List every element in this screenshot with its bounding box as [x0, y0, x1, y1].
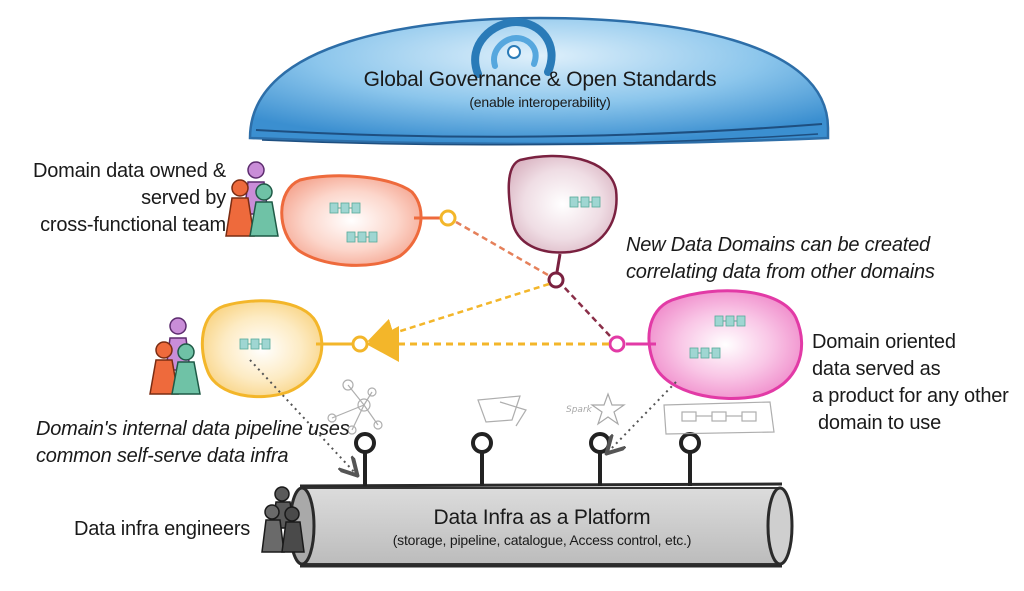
dataset-icon	[569, 196, 601, 208]
open-standards-logo-icon	[471, 17, 556, 78]
label-line: New Data Domains can be created	[626, 234, 930, 256]
platform-ports	[354, 432, 701, 486]
domain-pink	[647, 289, 804, 400]
yellow-to-infra-link	[249, 359, 356, 474]
port-icon	[589, 432, 611, 486]
domain-orange	[280, 174, 423, 267]
label-line: Domain oriented	[812, 331, 956, 353]
label-infra-engineers: Data infra engineers	[74, 518, 251, 540]
governance-title-text: Global Governance & Open Standards	[363, 68, 717, 91]
label-line: Domain data owned &	[33, 160, 226, 182]
label-domain-oriented: Domain oriented data served as a product…	[812, 329, 1017, 437]
governance-subtitle: (enable interoperability)	[469, 94, 611, 110]
platform-title-text: Data Infra as a Platform	[433, 506, 651, 529]
platform-subtitle: (storage, pipeline, catalogue, Access co…	[392, 532, 692, 548]
engineers-icon	[261, 486, 305, 553]
label-line: served by	[141, 187, 226, 209]
label-line: correlating data from other domains	[626, 261, 935, 283]
orange-to-maroon-arrow	[455, 220, 549, 277]
governance-dome	[248, 16, 830, 146]
label-line: domain to use	[818, 412, 942, 434]
orange-port	[414, 209, 457, 227]
port-icon	[679, 432, 701, 486]
dataset-icon	[239, 338, 271, 350]
label-new-domains: New Data Domains can be created correlat…	[626, 232, 1006, 286]
pipeline-sketch-icon	[663, 401, 775, 435]
platform-cylinder	[288, 482, 794, 568]
dataset-icon	[689, 347, 721, 359]
dataset-icon	[714, 315, 746, 327]
star-sketch-icon: Spark	[566, 392, 626, 426]
label-line: Domain's internal data pipeline uses	[36, 418, 350, 440]
domain-yellow	[200, 299, 324, 399]
inter-domain-arrows	[366, 220, 611, 362]
pink-to-maroon-arrow	[562, 285, 611, 337]
label-line: a product for any other	[812, 385, 1009, 407]
spark-label: Spark	[566, 405, 593, 415]
label-line: cross-functional team	[40, 214, 226, 236]
port-icon	[471, 432, 493, 486]
yellow-port	[316, 335, 369, 353]
label-line: common self-serve data infra	[36, 445, 289, 467]
pink-to-infra-link	[608, 381, 677, 452]
maroon-to-yellow-arrow	[367, 282, 550, 348]
graph-sketch-icon	[327, 379, 383, 435]
dataset-icon	[346, 231, 378, 243]
label-domain-owned: Domain data owned & served by cross-func…	[20, 158, 226, 239]
people-icon	[225, 161, 279, 237]
pink-port	[608, 335, 656, 353]
dataset-icon	[329, 202, 361, 214]
platform-title: Data Infra as a Platform (storage, pipel…	[312, 504, 772, 549]
cup-sketch-icon	[477, 395, 527, 427]
port-icon	[354, 432, 376, 486]
governance-title: Global Governance & Open Standards (enab…	[300, 66, 780, 111]
people-icon	[149, 317, 201, 395]
label-internal-pipeline: Domain's internal data pipeline uses com…	[36, 416, 376, 470]
maroon-port	[547, 253, 565, 289]
infra-links	[249, 359, 677, 474]
label-line: data served as	[812, 358, 941, 380]
domain-maroon	[507, 154, 618, 254]
